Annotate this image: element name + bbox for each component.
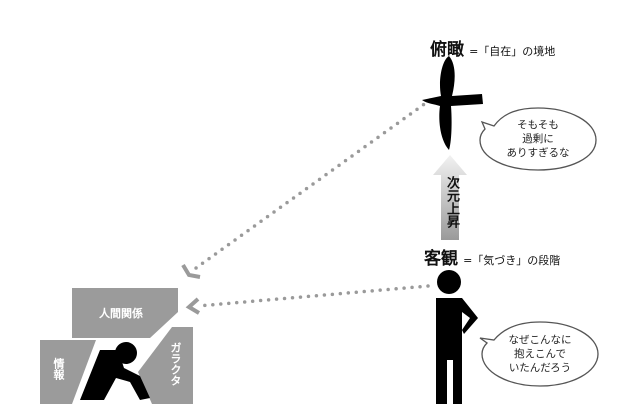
bottom-title: 客観: [424, 249, 458, 269]
bottom-subtitle: =「気づき」の段階: [463, 254, 561, 267]
speech-bubble-bottom: [479, 321, 599, 387]
standing-person-icon: [436, 270, 478, 404]
relations-box: [72, 288, 178, 338]
bottom-heading: 客観 =「気づき」の段階: [424, 244, 560, 269]
info-box: [40, 340, 96, 404]
bottom-bubble-text: なぜこんなに 抱えこんで いたんだろう: [490, 333, 590, 375]
relations-label: 人間関係: [99, 307, 143, 320]
bird-icon: [422, 56, 483, 150]
dotted-arrow-from-person: [185, 284, 430, 315]
sitting-person-icon: [80, 342, 150, 400]
bubble-line: 抱えこんで: [514, 348, 566, 360]
bubble-line: 過剰に: [522, 133, 554, 145]
speech-bubble-top: [479, 107, 597, 171]
ascension-arrow: [433, 155, 467, 240]
top-title: 俯瞰: [430, 40, 464, 60]
bubble-line: そもそも: [517, 119, 559, 131]
top-subtitle: =「自在」の境地: [469, 45, 556, 58]
info-label: 情報: [52, 358, 65, 380]
junk-box: [138, 327, 193, 404]
junk-label: ガラクタ: [169, 342, 182, 386]
dotted-arrow-from-bird: [181, 98, 432, 279]
top-heading: 俯瞰 =「自在」の境地: [430, 35, 555, 60]
bubble-line: なぜこんなに: [508, 334, 572, 346]
arrow-label: 次元上昇: [444, 176, 459, 228]
top-bubble-text: そもそも 過剰に ありすぎるな: [490, 118, 586, 160]
bubble-line: ありすぎるな: [506, 147, 570, 159]
bubble-line: いたんだろう: [508, 362, 572, 374]
